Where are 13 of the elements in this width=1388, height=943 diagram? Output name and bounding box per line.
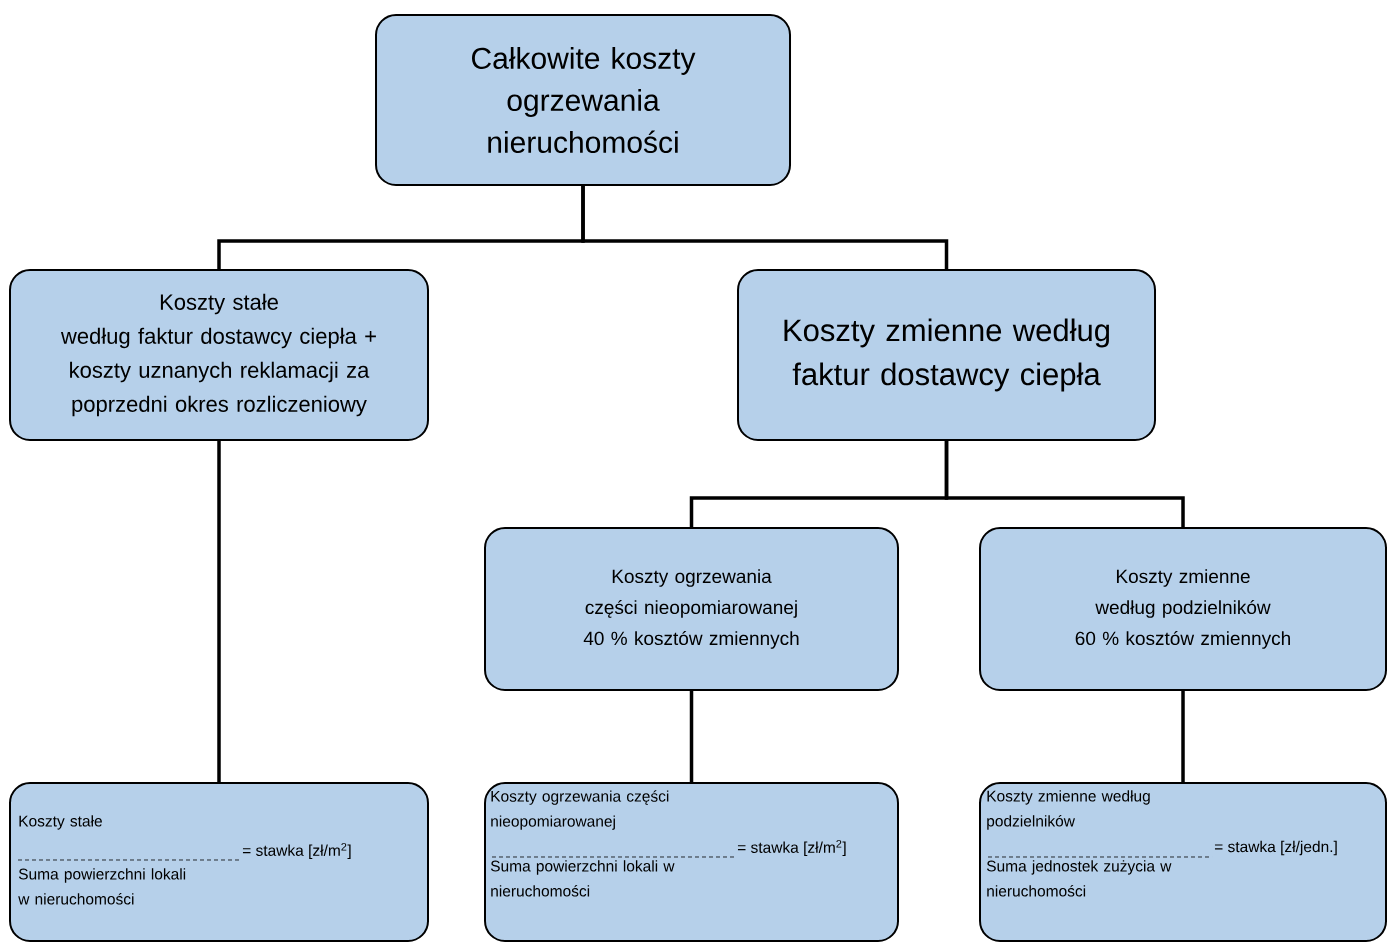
connector-line — [944, 441, 1185, 527]
process-box: Koszty zmienne według faktur dostawcy ciepła — [737, 269, 1156, 441]
process-box: Koszty ogrzewania części nieopomiarowanej 40 % kosztów zmiennych — [484, 527, 899, 691]
connector-line — [1181, 691, 1185, 782]
process-box: Całkowite koszty ogrzewania nieruchomości — [375, 14, 791, 186]
formula-box: Koszty stałe = stawka [zł/m$^{2}$] Suma powierzchni lokali w nieruchomości — [9, 782, 429, 942]
formula-box: Koszty zmienne według podzielników = stawka [zł/jedn.] Suma jednostek zużycia w nieruchomości — [979, 782, 1387, 942]
connector-line — [217, 441, 221, 782]
formula-box: Koszty ogrzewania części nieopomiarowanej = stawka [zł/m$^{2}$] Suma powierzchni lokali w nieruchomości — [484, 782, 899, 942]
process-box: Koszty stałe według faktur dostawcy ciepła + koszty uznanych reklamacji za poprzedni okres rozliczeniowy — [9, 269, 429, 441]
process-box: Koszty zmienne według podzielników 60 % kosztów zmiennych — [979, 527, 1387, 691]
connector-line — [689, 691, 694, 782]
connector-line — [581, 186, 949, 269]
